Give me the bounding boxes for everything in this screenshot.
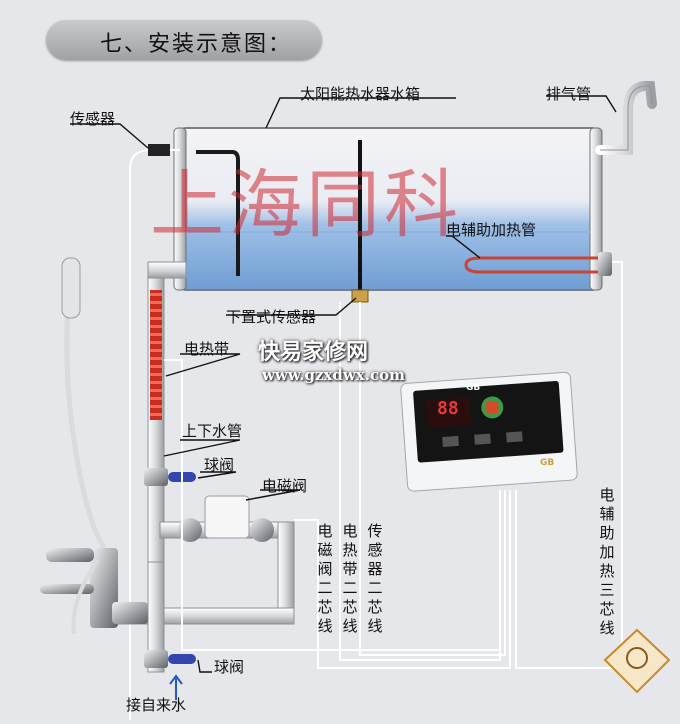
ball-valve-top[interactable] <box>144 468 196 486</box>
label-belt-wire: 电热带二芯线 <box>342 522 358 635</box>
heating-belt <box>150 290 162 420</box>
label-solenoid-wire: 电磁阀二芯线 <box>317 522 333 635</box>
inlet-arrow <box>169 674 183 700</box>
aux-heater-terminal <box>598 252 612 276</box>
label-ball-valve-top: 球阀 <box>204 456 235 474</box>
page-title: 七、安装示意图： <box>100 32 293 57</box>
label-bottom-sensor: 下置式传感器 <box>226 308 317 326</box>
watermark-site-url: www.gzxdwx.com <box>262 366 405 384</box>
label-aux-heater-pipe: 电辅助加热管 <box>446 221 537 239</box>
leader-lines <box>70 95 617 673</box>
sensor-connector <box>148 144 170 156</box>
water-tank <box>173 127 603 291</box>
controller-brand: GB <box>466 383 481 393</box>
label-heating-belt: 电热带 <box>184 340 230 358</box>
label-ball-valve-bottom: 球阀 <box>214 658 245 676</box>
service-logo <box>603 628 671 694</box>
watermark-site-name: 快易家修网 <box>258 340 369 365</box>
vent-pipe <box>595 80 657 155</box>
controller-corner-brand: GB <box>540 458 555 468</box>
ball-valve-bottom[interactable] <box>144 650 196 668</box>
solenoid-valve[interactable] <box>159 495 295 623</box>
label-sensor: 传感器 <box>70 110 116 128</box>
label-up-down-pipe: 上下水管 <box>182 422 243 440</box>
controller-panel[interactable] <box>400 371 578 492</box>
label-aux-heat-wire: 电辅助加热三芯线 <box>599 486 615 637</box>
label-solenoid-valve: 电磁阀 <box>262 477 308 495</box>
watermark-logo: 上海同科 <box>150 162 462 248</box>
controller-display: 88 <box>437 398 459 419</box>
title-banner <box>46 20 322 60</box>
internal-sensor-rod <box>196 150 240 276</box>
label-sensor-wire: 传感器二芯线 <box>367 522 383 635</box>
label-water-inlet: 接自来水 <box>126 696 187 714</box>
riser-pipe <box>147 261 187 563</box>
shower-mixer <box>40 257 148 635</box>
aux-heater-coil <box>464 256 598 274</box>
label-vent-pipe: 排气管 <box>546 85 592 103</box>
label-tank: 太阳能热水器水箱 <box>300 85 421 103</box>
